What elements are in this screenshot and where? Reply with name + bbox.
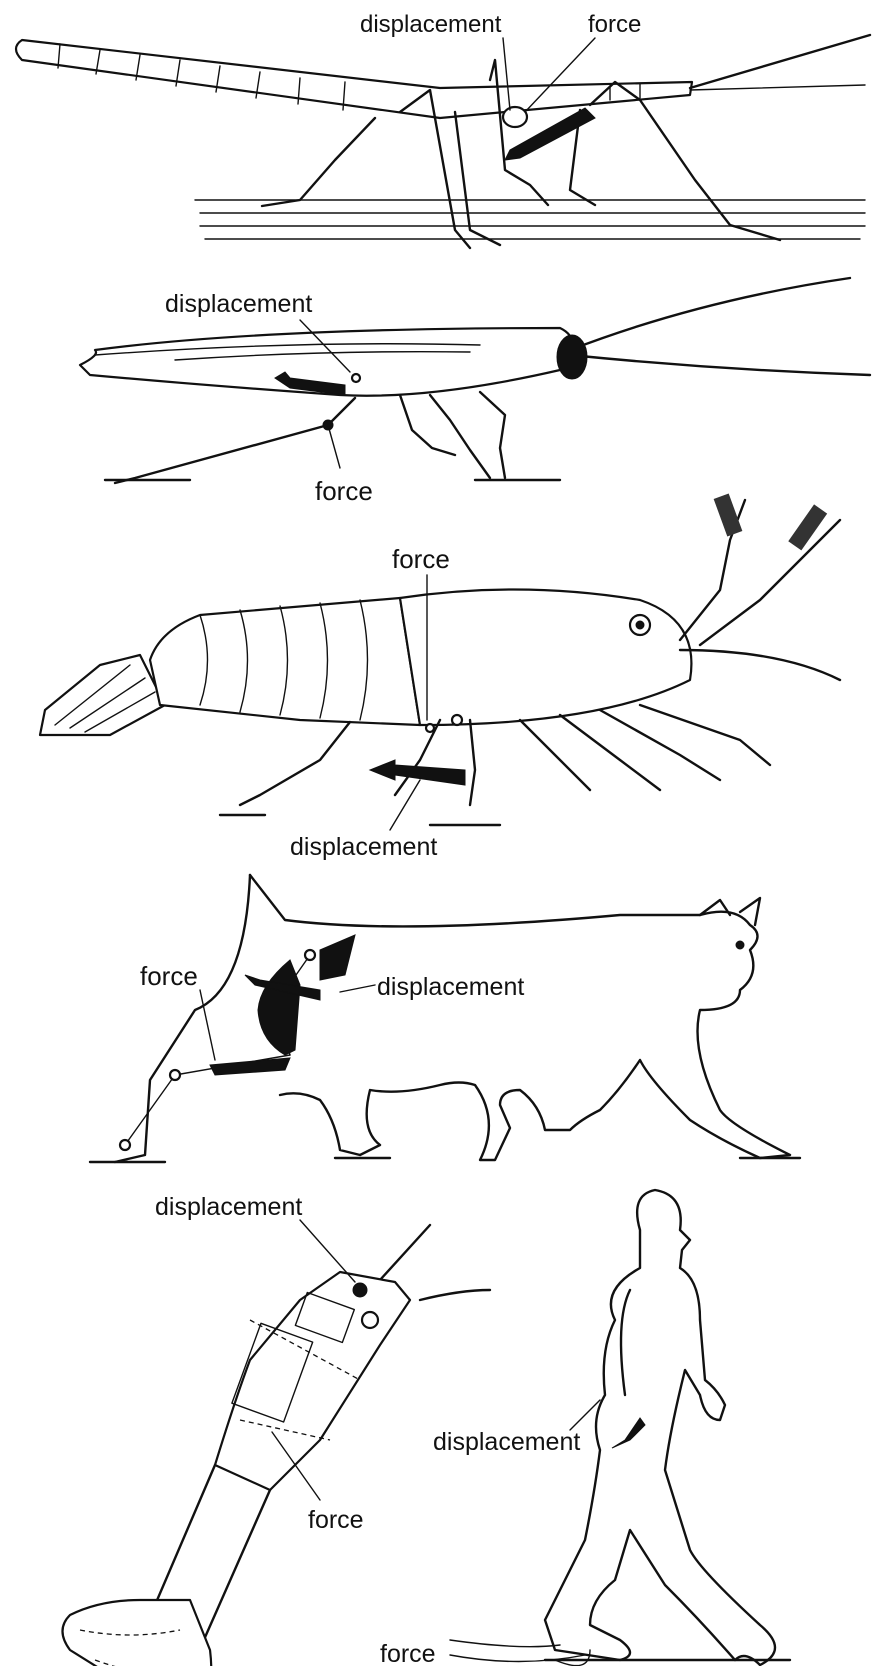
cat-muscle — [258, 960, 300, 1055]
stick-insect-displacement-label: displacement — [360, 11, 502, 38]
cat-outline — [250, 875, 790, 1160]
cockroach-legs — [115, 392, 505, 483]
human-displacement-label: displacement — [433, 1428, 580, 1456]
stick-insect-panel: displacement force — [16, 11, 870, 248]
cat-force-label: force — [140, 961, 198, 991]
prosthetic-force-label: force — [308, 1506, 364, 1534]
cockroach-displacement-label: displacement — [165, 290, 312, 318]
prosthetic-socket — [215, 1272, 410, 1490]
human-arrow — [612, 1418, 645, 1448]
cockroach-force-label: force — [315, 476, 373, 506]
prosthetic-leg-panel: displacement force — [63, 1193, 491, 1666]
cat-eye — [736, 941, 744, 949]
stick-insect-abdomen — [16, 40, 692, 118]
lobster-tail — [40, 655, 165, 735]
prosthetic-shoe — [63, 1600, 212, 1666]
prosthetic-displacement-label: displacement — [155, 1193, 302, 1221]
lobster-panel: force displacement — [40, 493, 840, 861]
lobster-abdomen — [150, 598, 420, 725]
stick-insect-force-label: force — [588, 11, 641, 38]
cockroach-eye — [557, 335, 587, 379]
human-force-label: force — [380, 1640, 436, 1666]
ground-lines — [195, 200, 865, 239]
human-panel: displacement force — [380, 1190, 790, 1666]
cat-panel: force displacement — [90, 875, 800, 1162]
lobster-force-label: force — [392, 544, 450, 574]
lobster-displacement-label: displacement — [290, 833, 437, 861]
lobster-carapace — [400, 589, 691, 725]
prosthetic-joint — [353, 1283, 367, 1297]
cat-displacement-label: displacement — [377, 973, 524, 1001]
cockroach-panel: displacement force — [80, 278, 870, 506]
